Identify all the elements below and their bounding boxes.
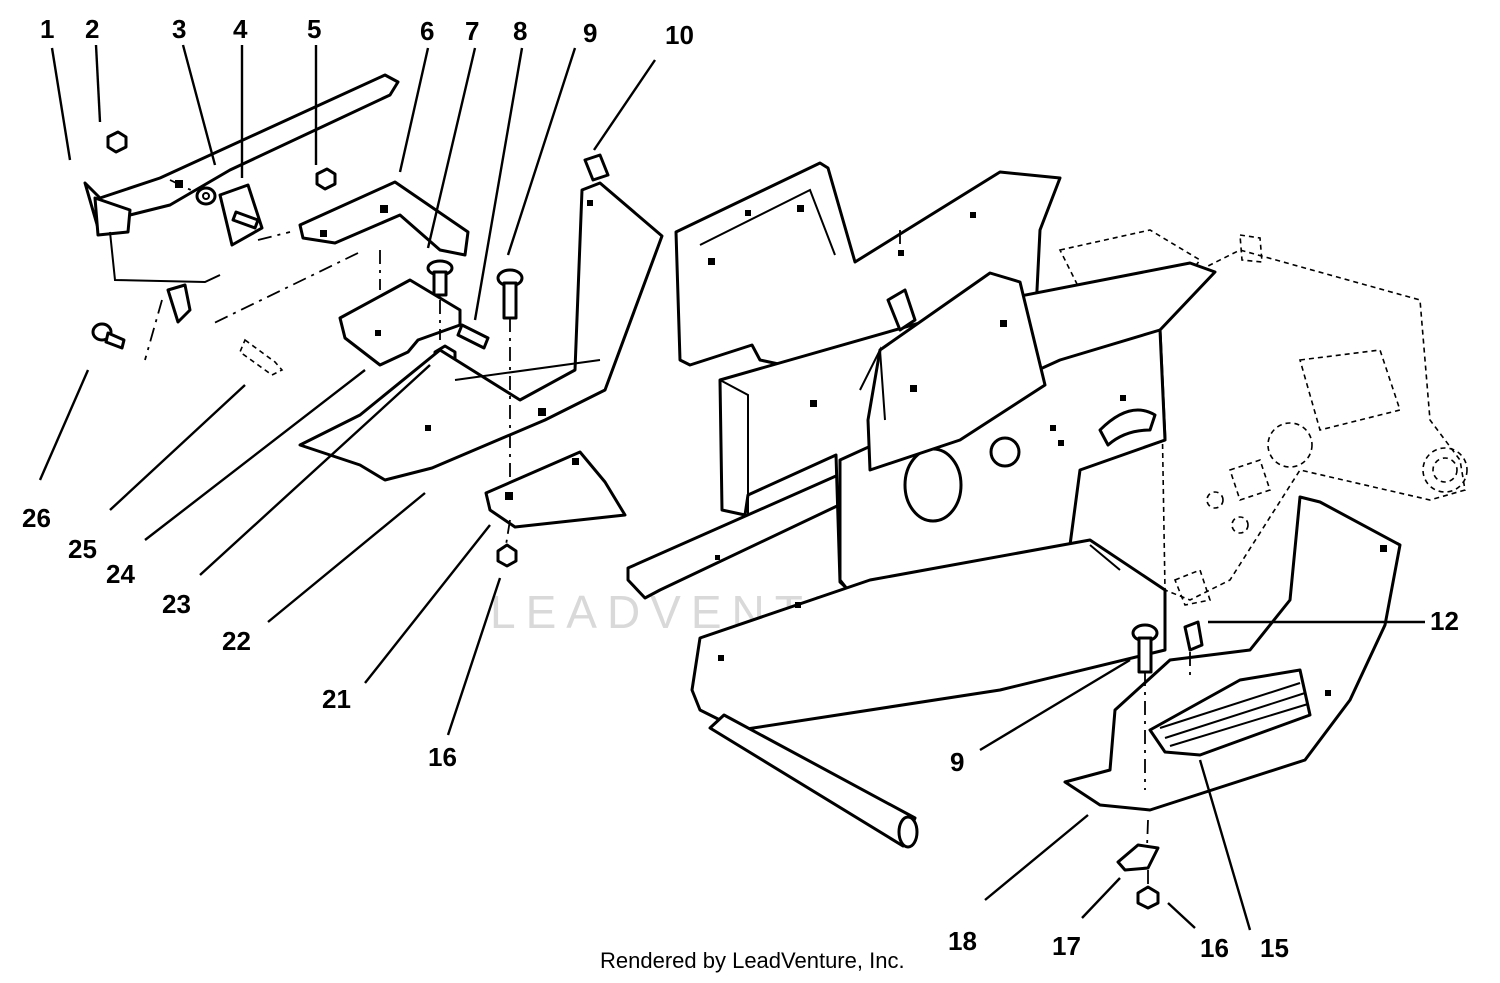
assembly-lines bbox=[144, 179, 1191, 888]
frame-front-plate bbox=[690, 538, 1167, 732]
callout-16-right: 16 bbox=[1200, 933, 1229, 963]
footer-credit: Rendered by LeadVenture, Inc. bbox=[600, 948, 905, 973]
part-21-bracket bbox=[484, 450, 627, 529]
callout-26: 26 bbox=[22, 503, 51, 533]
part-7-bolt bbox=[426, 259, 454, 297]
part-16-nut-left bbox=[496, 543, 518, 568]
frame-center-plate bbox=[718, 261, 1217, 632]
leader-lines bbox=[38, 44, 1425, 931]
callout-10: 10 bbox=[665, 20, 694, 50]
callout-7: 7 bbox=[465, 16, 479, 46]
callout-22: 22 bbox=[222, 626, 251, 656]
callout-2: 2 bbox=[85, 14, 99, 44]
part-10-bumper bbox=[583, 153, 610, 182]
callout-24: 24 bbox=[106, 559, 135, 589]
part-12-clip bbox=[1183, 620, 1204, 652]
part-4-bolt bbox=[218, 183, 264, 247]
part-17-bracket bbox=[1116, 843, 1160, 872]
callout-25: 25 bbox=[68, 534, 97, 564]
callout-4: 4 bbox=[233, 14, 248, 44]
part-22-footrest bbox=[298, 181, 664, 482]
callout-15: 15 bbox=[1260, 933, 1289, 963]
callout-5: 5 bbox=[307, 14, 321, 44]
part-16-nut-right bbox=[1136, 885, 1160, 910]
part-26-bolt bbox=[91, 322, 126, 350]
part-24-bracket bbox=[338, 278, 462, 367]
frame-seat-bracket bbox=[859, 271, 1047, 472]
part-8-pin bbox=[456, 323, 490, 350]
callout-numbers: 1 2 3 4 5 6 7 8 9 10 26 25 24 23 22 21 1… bbox=[22, 14, 1459, 963]
callout-9-lower: 9 bbox=[950, 747, 964, 777]
part-25-bolt bbox=[239, 338, 284, 376]
callout-3: 3 bbox=[172, 14, 186, 44]
callout-23: 23 bbox=[162, 589, 191, 619]
part-15-footrest bbox=[1063, 495, 1402, 812]
part-6-bracket bbox=[298, 180, 470, 257]
part-2-nut bbox=[106, 130, 128, 154]
callout-18: 18 bbox=[948, 926, 977, 956]
part-9-bolt-lower bbox=[1131, 623, 1159, 674]
part-5-nut bbox=[315, 167, 337, 191]
part-3-washer bbox=[195, 186, 217, 206]
callout-16-left: 16 bbox=[428, 742, 457, 772]
part-9-bolt-upper bbox=[496, 268, 524, 320]
callout-12: 12 bbox=[1430, 606, 1459, 636]
callout-1: 1 bbox=[40, 14, 54, 44]
callout-21: 21 bbox=[322, 684, 351, 714]
front-axle-tube bbox=[708, 713, 919, 849]
callout-6: 6 bbox=[420, 16, 434, 46]
callout-9-upper: 9 bbox=[583, 18, 597, 48]
callout-8: 8 bbox=[513, 16, 527, 46]
callout-17: 17 bbox=[1052, 931, 1081, 961]
